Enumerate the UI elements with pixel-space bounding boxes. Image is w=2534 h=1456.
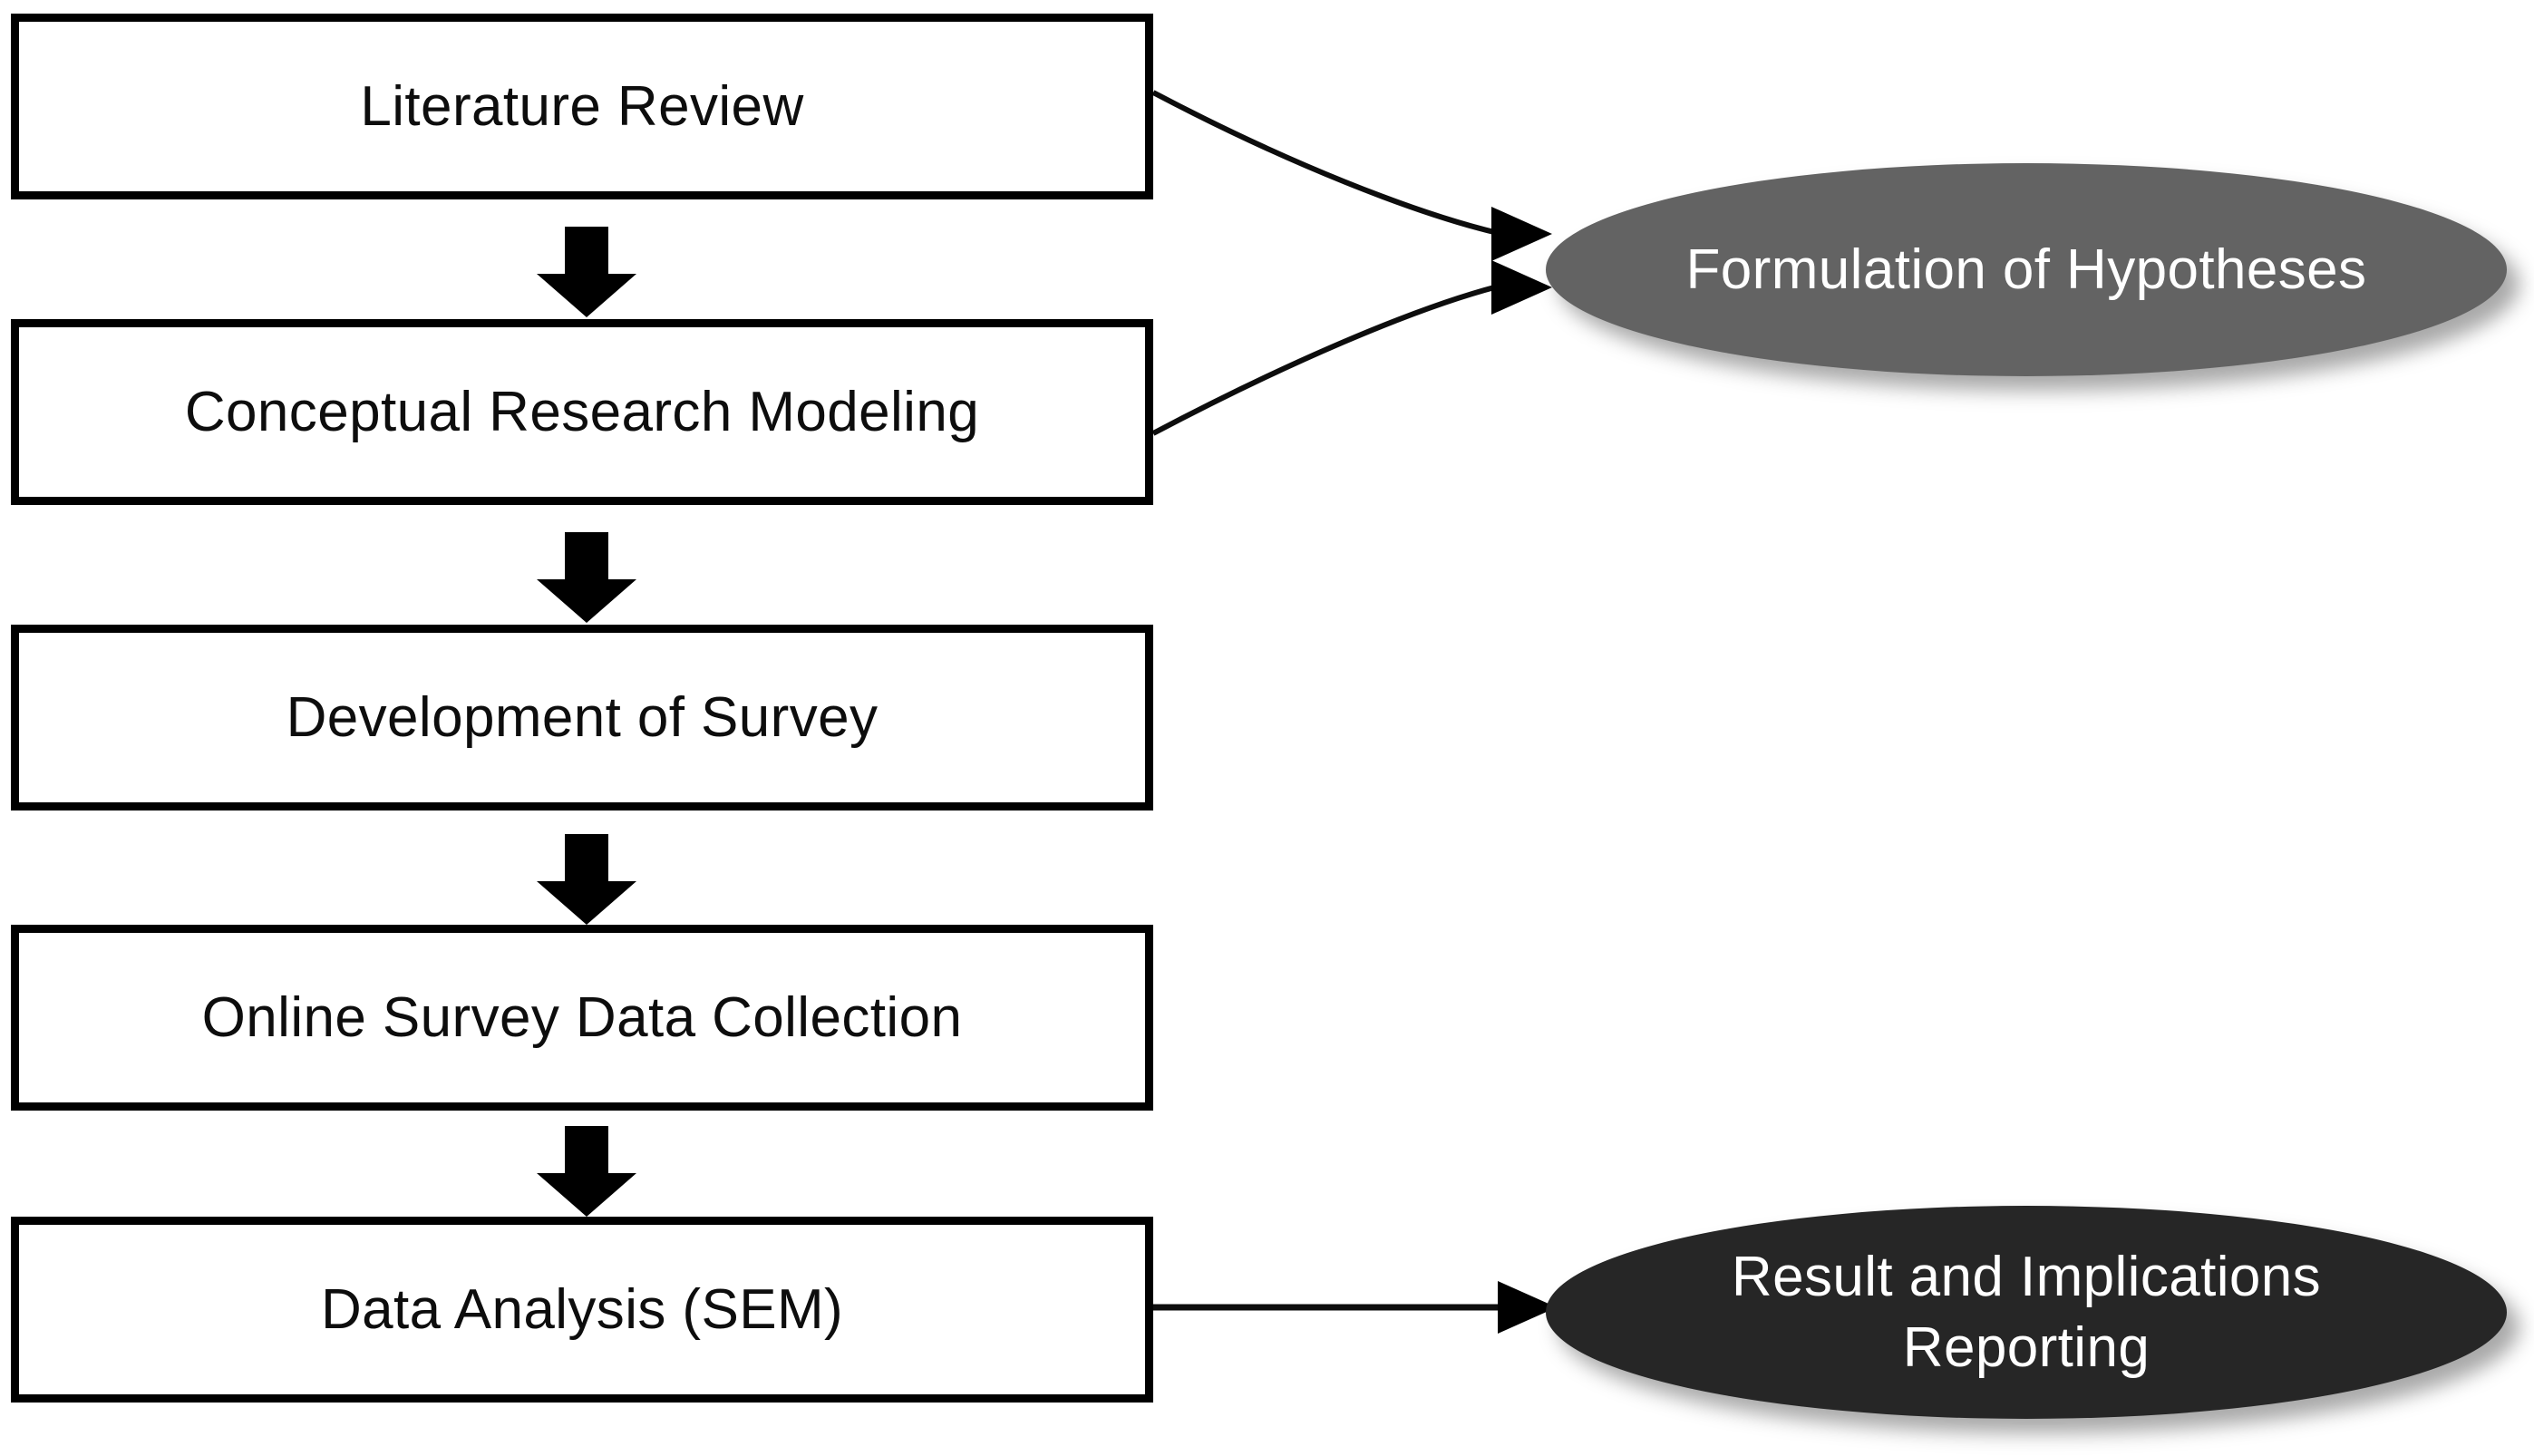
- ellipse-result-and-implications-reporting[interactable]: Result and Implications Reporting: [1546, 1206, 2507, 1419]
- process-box-online-survey-data-collection-label: Online Survey Data Collection: [201, 985, 963, 1049]
- arrow-online-to-sem: [537, 1126, 636, 1217]
- process-box-conceptual-research-modeling-label: Conceptual Research Modeling: [184, 380, 980, 443]
- process-box-literature-review-label: Literature Review: [360, 74, 804, 138]
- process-box-development-of-survey[interactable]: Development of Survey: [11, 625, 1153, 811]
- ellipse-result-and-implications-reporting-label: Result and Implications Reporting: [1701, 1242, 2352, 1383]
- process-box-online-survey-data-collection[interactable]: Online Survey Data Collection: [11, 925, 1153, 1111]
- process-box-conceptual-research-modeling[interactable]: Conceptual Research Modeling: [11, 319, 1153, 505]
- curve-lit-to-hypotheses-path: [1151, 90, 1499, 236]
- process-box-literature-review[interactable]: Literature Review: [11, 14, 1153, 199]
- ellipse-result-line-2: Reporting: [1902, 1315, 2151, 1379]
- ellipse-formulation-of-hypotheses-label: Formulation of Hypotheses: [1685, 238, 2367, 301]
- curve-concept-to-hypotheses-arrowhead: [1491, 260, 1552, 315]
- arrow-lit-to-concept: [537, 227, 636, 317]
- process-box-data-analysis-sem[interactable]: Data Analysis (SEM): [11, 1217, 1153, 1403]
- process-box-development-of-survey-label: Development of Survey: [286, 685, 879, 749]
- curve-lit-to-hypotheses-arrowhead: [1491, 207, 1552, 261]
- curve-concept-to-hypotheses-path: [1151, 284, 1499, 436]
- arrow-concept-to-dev: [537, 532, 636, 623]
- arrow-dev-to-online: [537, 834, 636, 925]
- ellipse-formulation-of-hypotheses[interactable]: Formulation of Hypotheses: [1546, 163, 2507, 376]
- ellipse-result-line-1: Result and Implications: [1731, 1246, 2322, 1308]
- process-box-data-analysis-sem-label: Data Analysis (SEM): [320, 1277, 844, 1341]
